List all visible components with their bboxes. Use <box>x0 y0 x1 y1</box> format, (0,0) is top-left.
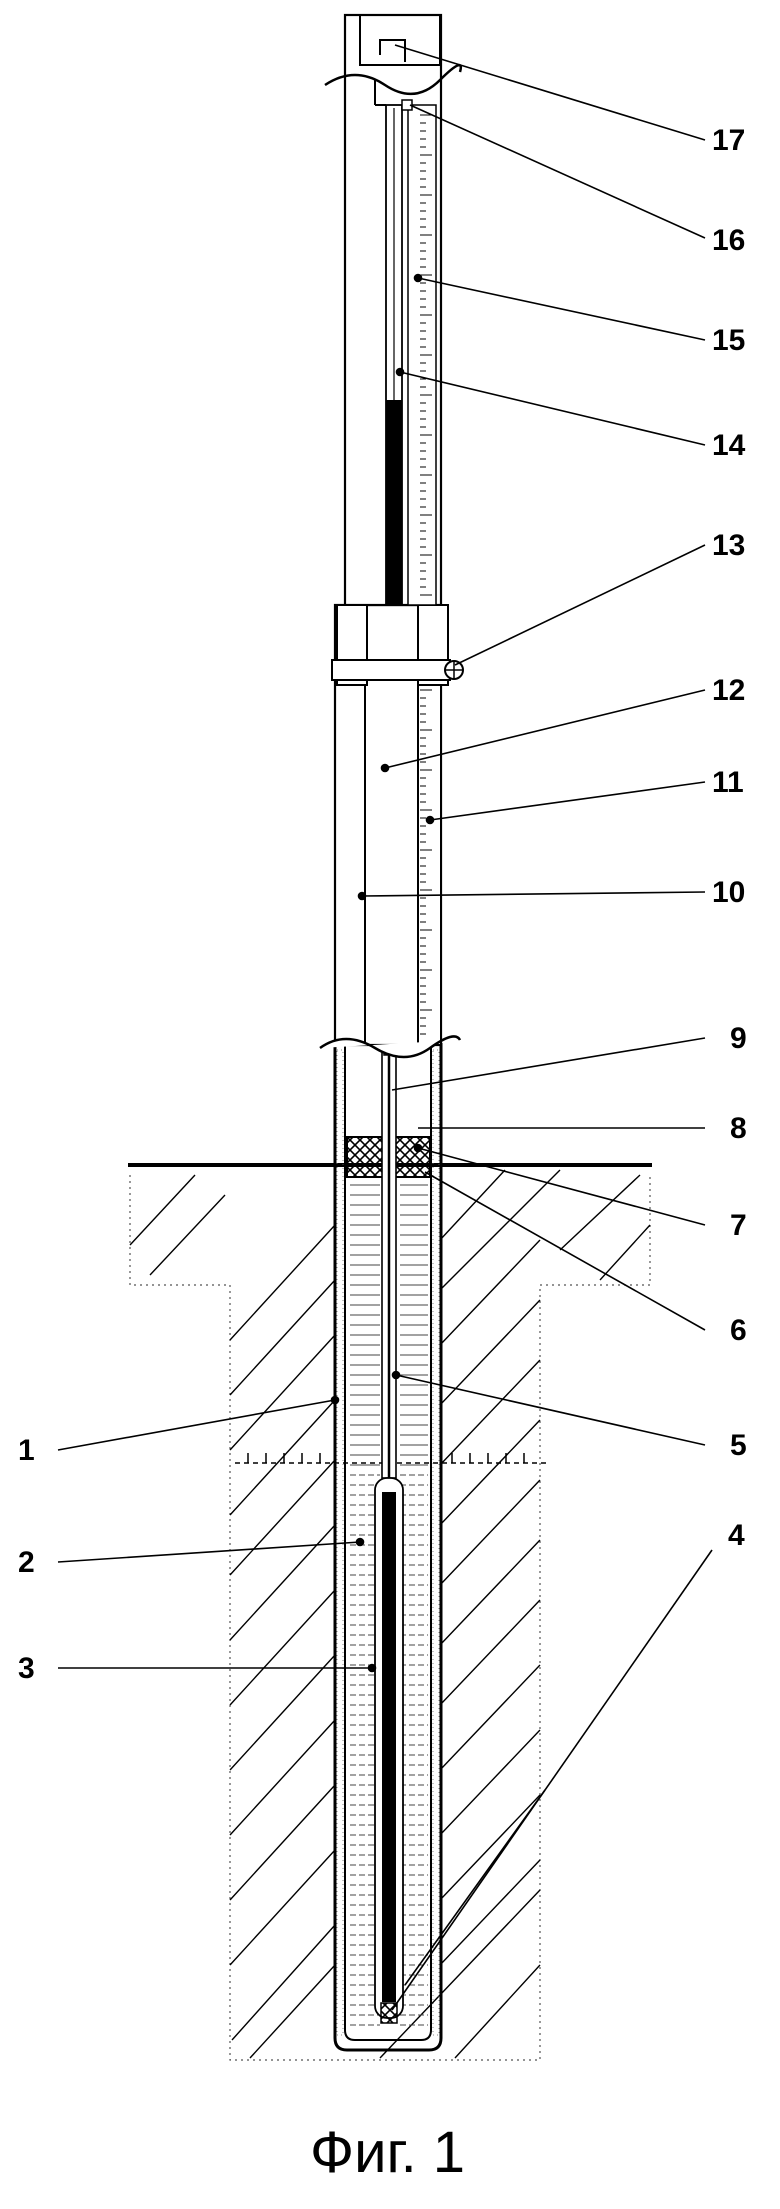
callout-6: 6 <box>730 1314 747 1347</box>
callout-7: 7 <box>730 1209 747 1242</box>
callout-16: 16 <box>712 224 745 257</box>
callout-3: 3 <box>18 1652 35 1685</box>
callout-11: 11 <box>712 766 744 799</box>
callout-5: 5 <box>730 1429 747 1462</box>
callout-15: 15 <box>712 324 745 357</box>
reservoir-liquid <box>382 1492 396 2002</box>
callout-9: 9 <box>730 1022 747 1055</box>
callout-14: 14 <box>712 429 746 462</box>
callout-1: 1 <box>18 1434 35 1467</box>
callout-10: 10 <box>712 876 745 909</box>
callout-8: 8 <box>730 1112 747 1145</box>
callout-2: 2 <box>18 1546 35 1579</box>
callout-4: 4 <box>728 1519 745 1552</box>
figure-caption: Фиг. 1 <box>310 2120 465 2185</box>
upper-housing <box>320 15 463 1057</box>
callout-17: 17 <box>712 124 745 157</box>
callout-13: 13 <box>712 529 745 562</box>
clamp-band <box>332 660 450 680</box>
callout-12: 12 <box>712 674 745 707</box>
liquid-column <box>386 400 402 605</box>
thermometer <box>375 1048 403 2023</box>
